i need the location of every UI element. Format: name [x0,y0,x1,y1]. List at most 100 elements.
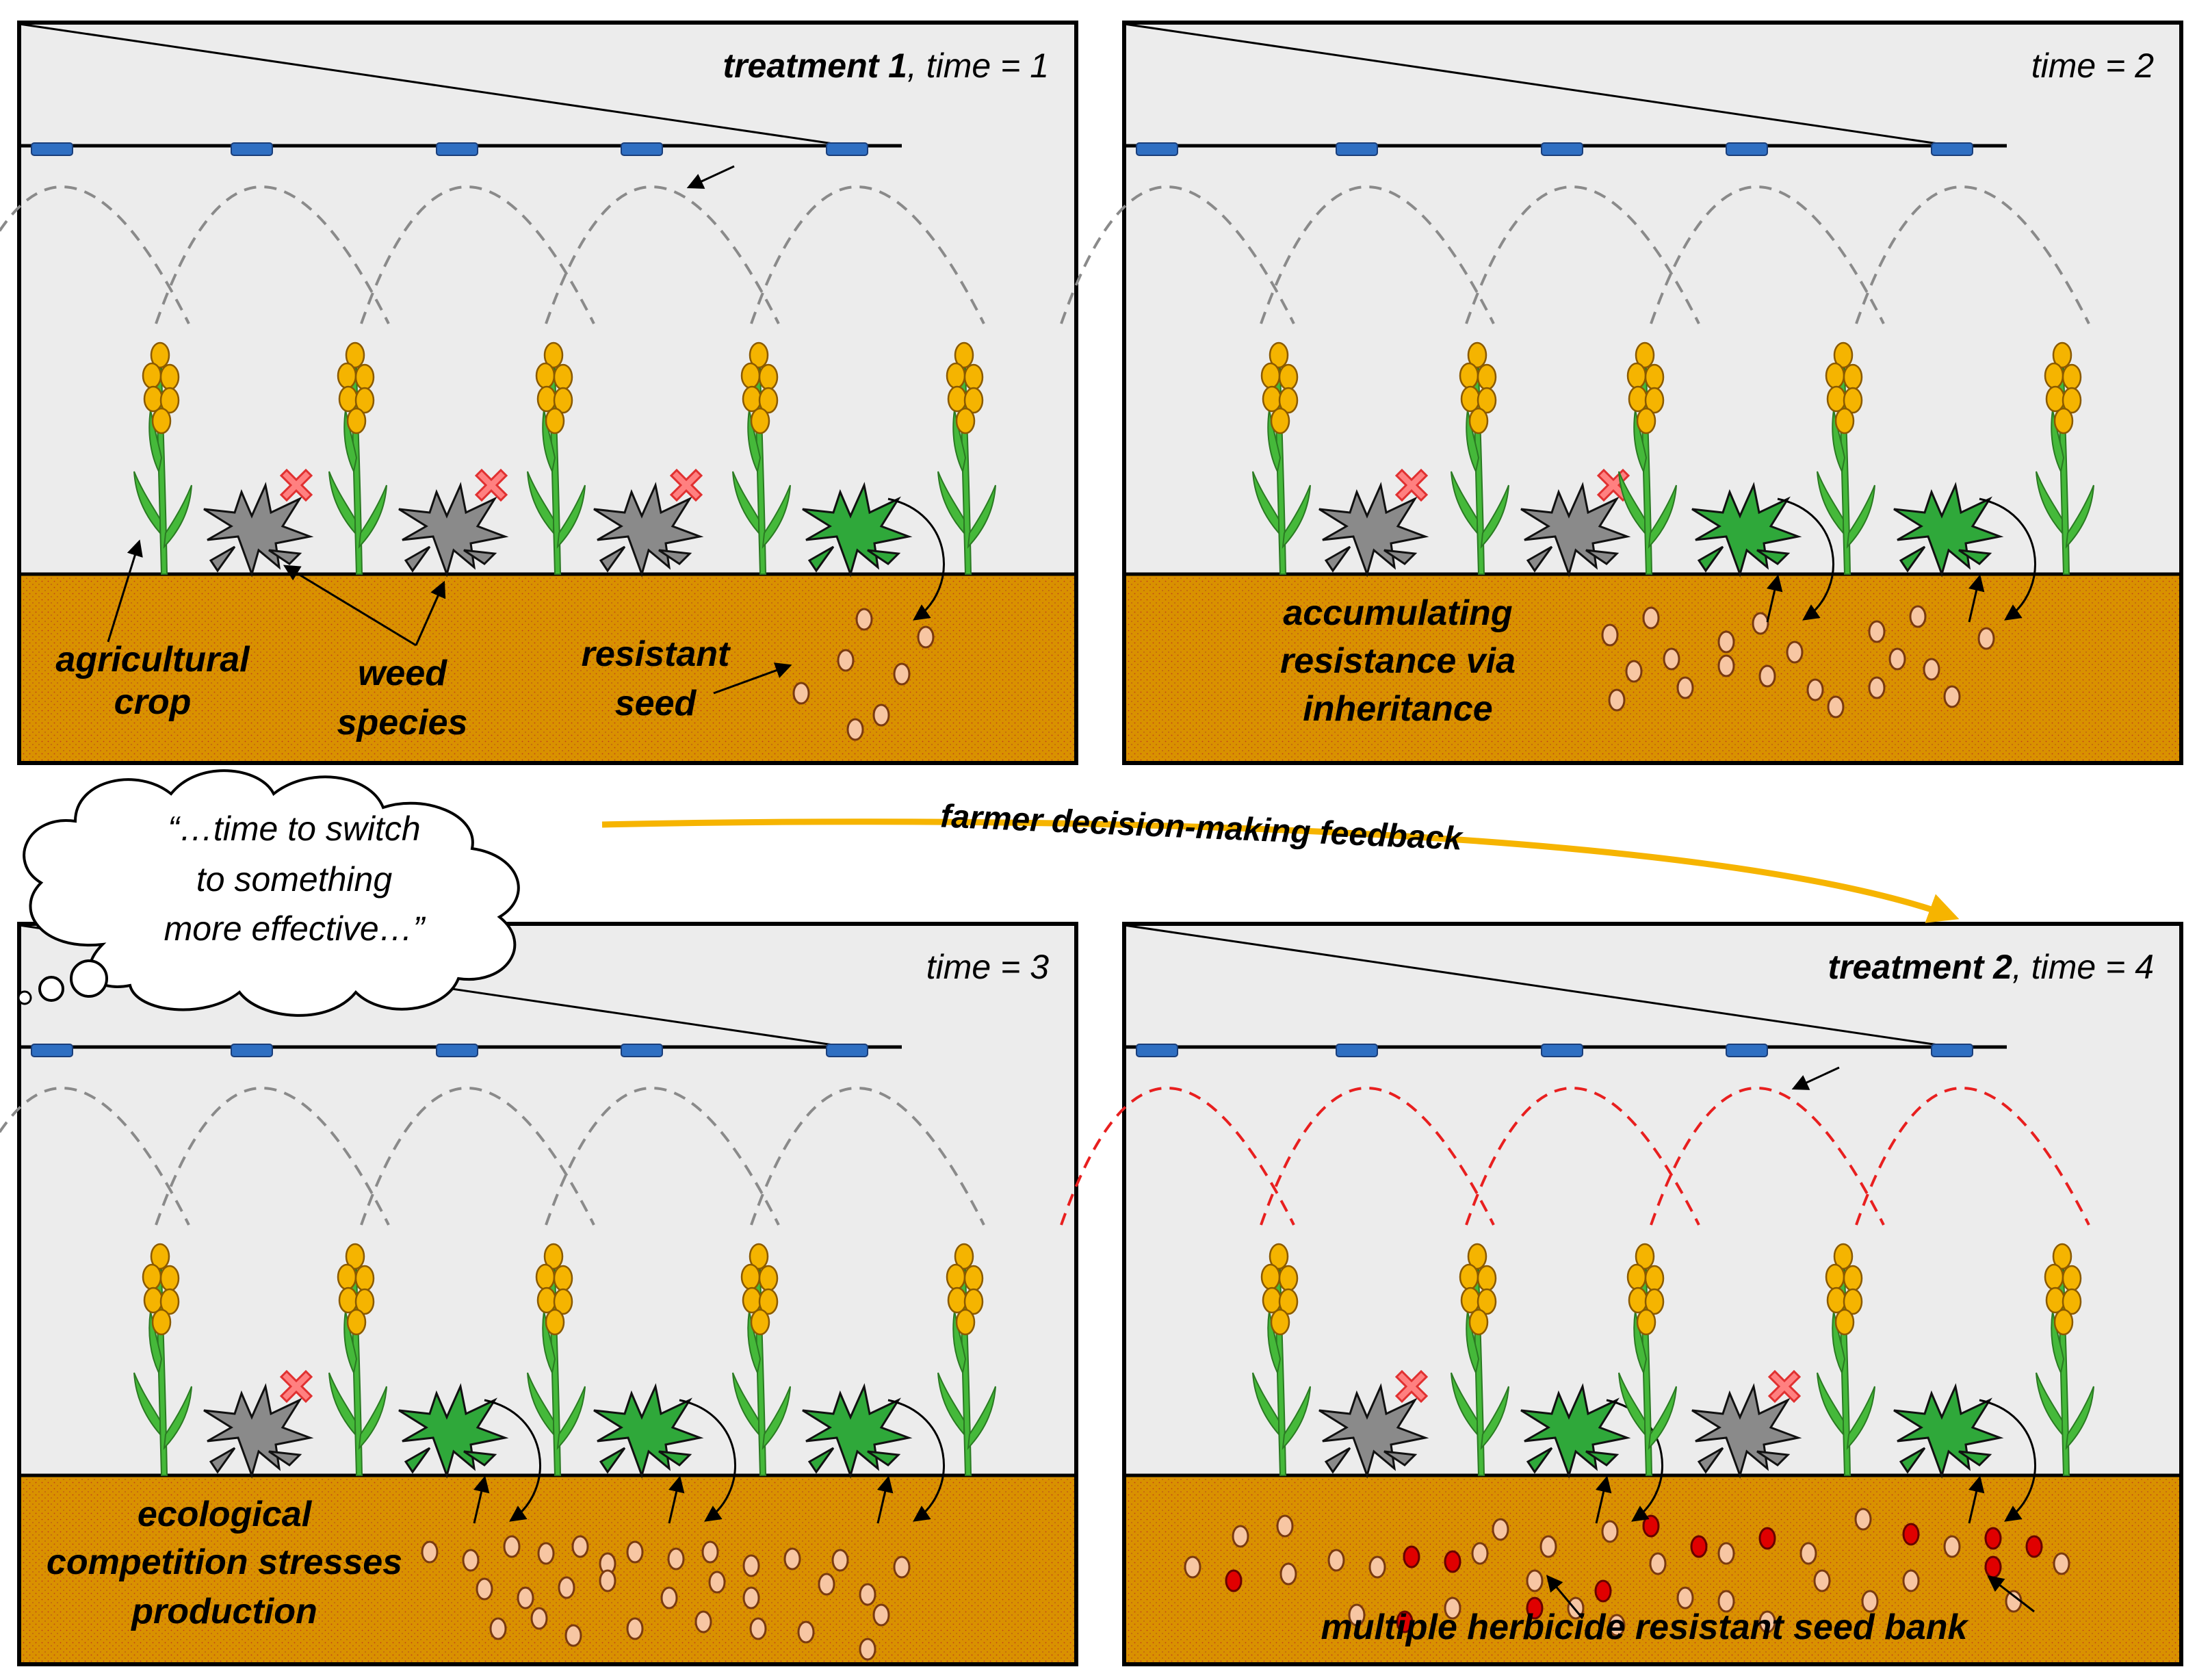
feedback-arrow [601,818,1960,923]
spray-arc [750,1087,985,1226]
seed-icon [1786,641,1804,664]
spray-arc [545,1087,780,1226]
seed-icon [893,1555,911,1579]
seed-icon [1232,1525,1249,1548]
spray-arc [360,1087,595,1226]
seed-icon [708,1571,726,1594]
spray-arc [1855,185,2090,324]
seed-icon [530,1607,548,1630]
seed-icon [1717,654,1735,677]
seed-icon [818,1573,835,1596]
inheritance-arrow [1968,1475,1985,1524]
seed-icon [1977,627,1995,650]
seed-icon [571,1535,589,1558]
seed-icon [1813,1569,1831,1592]
pointer-arrow [713,662,792,695]
resistant-seed-red-icon [1526,1597,1544,1620]
seed-icon [742,1554,760,1577]
seed-icon [749,1617,767,1640]
inheritance-arrow [668,1475,685,1524]
nozzle-icon [1541,142,1583,156]
seed-icon [503,1535,521,1558]
seed-icon [1717,1542,1735,1565]
seed-icon [626,1540,644,1564]
seed-dispersal-arrow [484,1399,541,1522]
inheritance-arrow [1766,574,1783,623]
label-seed-bank: multiple herbicide resistant seed bank [1321,1607,1970,1647]
seed-icon [1601,1520,1619,1543]
seed-icon [859,1583,876,1606]
pointer-arrow [1987,1575,2035,1613]
time-label: time = 3 [926,948,1049,986]
nozzle-icon [436,1044,478,1057]
seed-icon [476,1577,493,1601]
time-value: , time = 4 [2012,948,2154,986]
boom-cable [18,23,848,147]
seed-icon [1868,676,1886,699]
seed-icon [1649,1552,1667,1575]
label-crop: crop [114,682,192,722]
seed-icon [1717,630,1735,654]
resistant-seed-red-icon [1396,1610,1414,1633]
seed-icon [1758,664,1776,688]
pointer-arrow [686,165,735,189]
seed-icon [626,1617,644,1640]
resistant-seed-red-icon [1690,1535,1708,1558]
seed-icon [1348,1603,1366,1627]
seed-icon [1444,1597,1461,1620]
seed-icon [1799,1542,1817,1565]
inheritance-arrow [1968,574,1985,623]
seed-icon [1526,1569,1544,1592]
nozzle-icon [1931,142,1973,156]
spray-arc [1465,1087,1700,1226]
seed-icon [694,1610,712,1633]
spray-arc [155,185,390,324]
seed-dispersal-arrow [1777,497,1834,621]
inheritance-arrow [1595,1475,1612,1524]
nozzle-icon [31,1044,73,1057]
panel-frame [17,21,1078,765]
nozzle-icon [1336,142,1378,156]
panel4-panel: treatment 2, time = 4 multiple herbicide … [1060,922,2183,1666]
nozzle-icon [1726,1044,1768,1057]
seed-icon [1276,1514,1294,1538]
nozzle-icon [621,142,663,156]
spray-arc [1060,185,1295,324]
seed-icon [462,1549,480,1572]
seed-icon [917,625,935,649]
inheritance-arrow [876,1475,894,1524]
seed-icon [1868,620,1886,643]
time-label: time = 2 [2031,47,2154,85]
label-weed: weed [358,654,447,693]
panel-frame [17,922,1078,1666]
seed-icon [2053,1552,2070,1575]
seed-icon [1854,1508,1872,1531]
seed-icon [859,1638,876,1661]
seed-icon [1642,606,1660,630]
seed-icon [1902,1569,1920,1592]
seed-icon [1471,1542,1489,1565]
nozzle-icon [1336,1044,1378,1057]
seed-icon [667,1547,685,1571]
spray-arc [1650,185,1885,324]
resistant-seed-red-icon [1444,1550,1461,1573]
time-label: treatment 2, time = 4 [1828,948,2154,986]
label-ecological: ecological [138,1495,313,1534]
seed-icon [1943,1535,1961,1558]
seed-icon [1608,1614,1626,1637]
seed-icon [837,649,855,672]
boom-cable [1123,924,1953,1048]
seed-icon [1663,647,1680,671]
seed-icon [2005,1590,2023,1613]
pointer-arrow [415,580,446,646]
nozzle-icon [1541,1044,1583,1057]
label-production: production [130,1592,317,1631]
thought-line-3: more effective…” [164,909,426,948]
nozzle-icon [31,142,73,156]
time-value: , time = 1 [907,47,1049,85]
time-label: treatment 1, time = 1 [723,47,1049,85]
spray-arc [1650,1087,1885,1226]
